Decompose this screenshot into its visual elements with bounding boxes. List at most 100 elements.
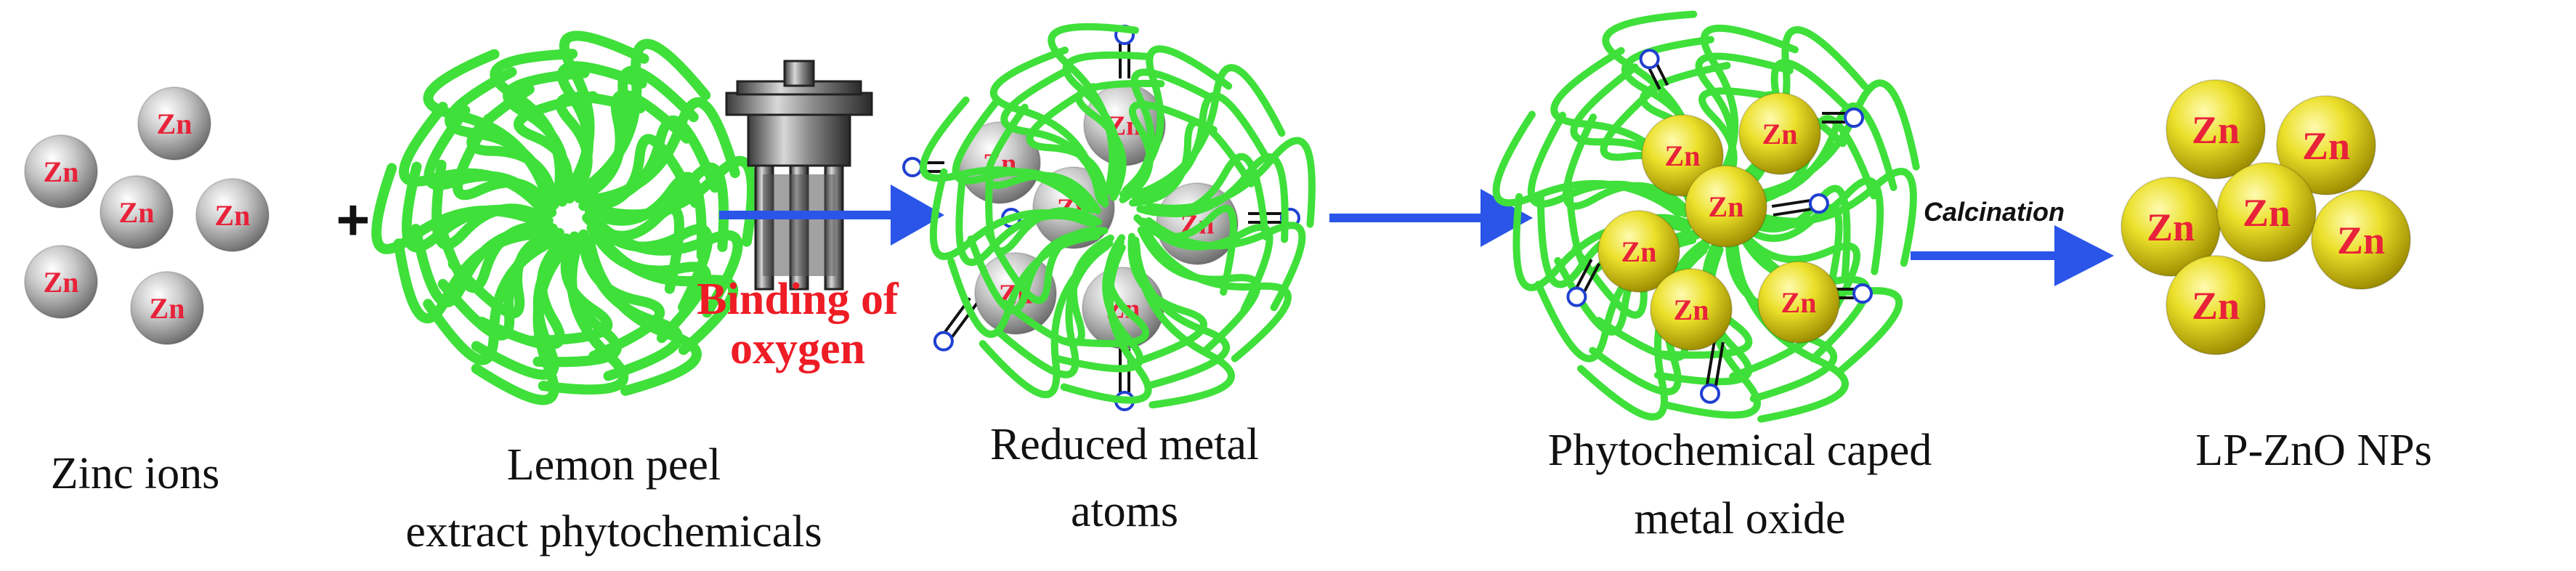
zn-particle: Zn (2311, 190, 2411, 290)
plus-sign: + (336, 187, 370, 252)
zn-particle: Zn (137, 86, 211, 161)
zn-particle: Zn (100, 175, 174, 249)
leaf-strand (1731, 243, 1849, 423)
leaf-strand (578, 229, 665, 361)
leaf-strand (453, 113, 557, 218)
calcination-label: Calcination (1924, 197, 2065, 227)
zn-label: Zn (44, 266, 79, 299)
zn-label: Zn (1709, 190, 1744, 223)
caption-lemon-line1: Lemon peel (507, 440, 721, 490)
leaf-strand (1141, 153, 1289, 243)
oxygen-icon (1566, 286, 1587, 307)
leaf-strand (979, 243, 1110, 399)
oxygen-icon (1639, 49, 1660, 70)
zn-label: Zn (2192, 284, 2240, 328)
leaf-strand (1052, 238, 1144, 373)
oxygen-double-bond (1700, 340, 1725, 404)
leaf-strand (471, 242, 571, 405)
leaf-strand (1733, 221, 1860, 336)
oxygen-double-bond (1639, 49, 1669, 90)
leaf-strand (555, 92, 646, 204)
leaf-strand (432, 211, 558, 293)
caption-zinc-ions: Zinc ions (51, 449, 219, 498)
zn-label: Zn (157, 108, 193, 140)
oxygen-double-bond (1822, 108, 1864, 128)
zn-label: Zn (1781, 286, 1817, 319)
leaf-strand (1129, 118, 1255, 207)
zn-particle: Zn (1757, 261, 1840, 344)
zn-particle: Zn (2166, 79, 2266, 179)
leaf-strand (1735, 227, 1871, 363)
leaf-strand (1737, 177, 1884, 275)
zn-particle: Zn (2166, 255, 2266, 355)
leaf-strand (1735, 102, 1897, 204)
zn-particle: Zn (130, 271, 204, 345)
oxygen-double-bond (1566, 259, 1601, 307)
caption-capped-line2: metal oxide (1635, 494, 1846, 543)
calcination-arrow (1911, 225, 2114, 286)
oxygen-icon (1844, 108, 1864, 128)
oxygen-icon (1808, 193, 1829, 214)
zn-label: Zn (2302, 124, 2350, 168)
caption-capped-line1: Phytochemical caped (1548, 426, 1932, 475)
caption-reduced-line1: Reduced metal (990, 420, 1259, 469)
leaf-strand (1492, 110, 1682, 217)
zn-particle: Zn (1650, 268, 1733, 351)
leaf-strand (1700, 24, 1799, 191)
zn-label: Zn (2147, 206, 2195, 249)
leaf-strand (490, 49, 578, 198)
binding-label-line1: Binding of (697, 275, 899, 324)
leaf-strand (1075, 79, 1165, 201)
leaf-strand (578, 134, 700, 211)
leaf-strand (432, 159, 554, 250)
zn-particle: Zn (195, 178, 270, 252)
leaf-strand (588, 162, 729, 252)
zn-particle: Zn (1685, 165, 1767, 248)
zn-label: Zn (1665, 139, 1701, 172)
caption-product: LP-ZnO NPs (2195, 426, 2432, 475)
zn-particle: Zn (2216, 162, 2317, 262)
leaf-strand (466, 84, 559, 210)
leaf-strand (1127, 232, 1207, 368)
lemon-peel-extract-leaves (371, 31, 757, 405)
leaf-strand (586, 222, 711, 344)
zn-label: Zn (215, 199, 251, 232)
oxygen-icon (933, 331, 954, 352)
zn-label: Zn (2337, 219, 2385, 262)
oxygen-icon (1852, 283, 1873, 304)
zn-particle: Zn (1738, 92, 1821, 175)
zn-particle: Zn (2276, 95, 2376, 195)
leaf-strand (989, 46, 1103, 201)
zn-label: Zn (150, 292, 185, 325)
zn-label: Zn (1621, 235, 1657, 268)
leaf-strand (514, 91, 599, 207)
oxygen-icon (1700, 383, 1721, 404)
leaf-strand (1026, 83, 1109, 208)
leaf-strand (437, 231, 563, 341)
zn-label: Zn (1762, 118, 1798, 150)
leaf-strand (477, 233, 572, 350)
leaf-strand (929, 168, 1093, 260)
leaf-strand (1139, 217, 1273, 313)
zn-particle: Zn (24, 134, 98, 208)
oxygen-icon (902, 157, 923, 177)
leaf-strand (985, 164, 1102, 255)
binding-arrow (719, 185, 944, 246)
leaf-strand (1001, 234, 1114, 347)
leaf-strand (586, 216, 713, 312)
leaf-strand (1563, 113, 1694, 218)
leaf-strand (575, 65, 699, 200)
autoclave-reactor-icon (725, 60, 873, 291)
leaf-strand (1122, 45, 1233, 195)
process-arrow (1329, 189, 1533, 247)
zn-label: Zn (2243, 191, 2291, 235)
caption-lemon-line2: extract phytochemicals (405, 507, 822, 556)
binding-label-line2: oxygen (730, 324, 865, 373)
zn-particle: Zn (2121, 177, 2221, 277)
caption-reduced-line2: atoms (1071, 487, 1178, 536)
